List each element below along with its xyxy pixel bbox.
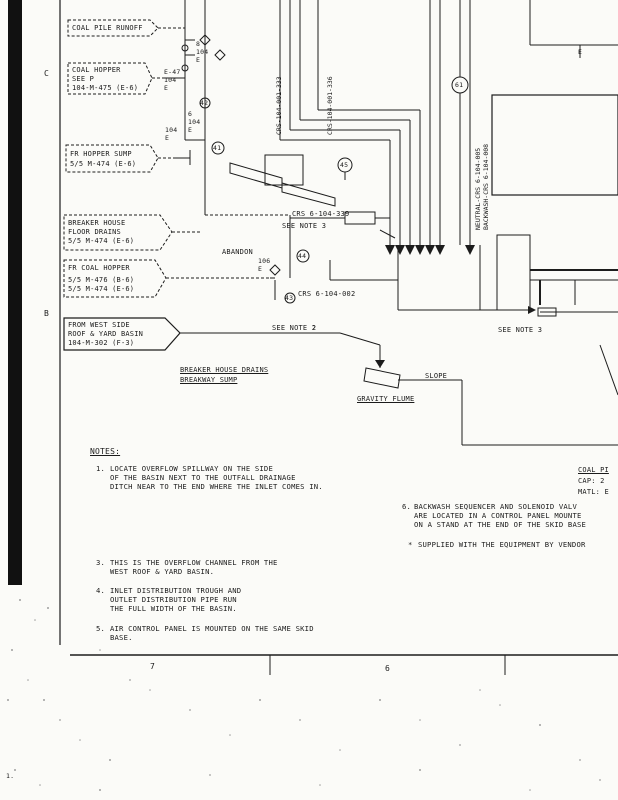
valve-tag-2: E-47 104 E xyxy=(164,68,181,92)
pipe-label-backwash: BACKWASH-CRS 6-104-008 xyxy=(482,143,490,230)
ruler-label-6: 6 xyxy=(385,664,391,673)
note-4-text: INLET DISTRIBUTION TROUGH AND OUTLET DIS… xyxy=(110,586,242,613)
coal-pile-label: COAL PI xyxy=(578,466,609,474)
note-3-text: THIS IS THE OVERFLOW CHANNEL FROM THE WE… xyxy=(110,558,278,576)
source-label-coal-hopper-ref: SEE P xyxy=(72,75,95,83)
note-4-num: 4. xyxy=(96,586,106,595)
instrument-tag-42: 42 xyxy=(200,99,209,107)
source-label-hopper-sump: FR HOPPER SUMP xyxy=(70,150,132,158)
zone-label-c: C xyxy=(44,69,50,78)
source-label-floor-drains: FLOOR DRAINS xyxy=(68,228,121,236)
source-label-west-side-dwg: 104-M-302 (F-3) xyxy=(68,339,135,347)
pipe-label-see-note-2: SEE NOTE 2 xyxy=(272,324,317,332)
instrument-tag-43: 43 xyxy=(285,294,294,302)
source-label-breaker-house: BREAKER HOUSE xyxy=(68,219,126,227)
mark-e-top: E xyxy=(578,48,583,56)
pipe-label-crs-339: CRS 6-104-339 xyxy=(292,210,350,218)
source-label-west-side: FROM WEST SIDE xyxy=(68,321,130,329)
area-label-breaker-drains: BREAKER HOUSE DRAINS xyxy=(180,366,269,374)
pipe-label-neutral: NEUTRAL-CRS 6-104-005 xyxy=(474,147,482,230)
source-label-fr-coal-hopper-dwg1: 5/5 M-476 (B-6) xyxy=(68,276,135,284)
instrument-tag-41: 41 xyxy=(213,144,222,152)
source-label-fr-coal-hopper: FR COAL HOPPER xyxy=(68,264,130,272)
source-label-hopper-sump-dwg: 5/5 M-474 (E-6) xyxy=(70,160,137,168)
note-vendor-text: SUPPLIED WITH THE EQUIPMENT BY VENDOR xyxy=(418,540,586,549)
ruler-label-7: 7 xyxy=(150,662,156,671)
note-5-num: 5. xyxy=(96,624,106,633)
coal-pile-matl: MATL: E xyxy=(578,488,609,496)
note-vendor-mark: * xyxy=(408,540,413,549)
source-label-coal-pile-runoff: COAL PILE RUNOFF xyxy=(72,24,143,32)
instrument-tag-2: 2 xyxy=(312,324,317,332)
instrument-tag-45: 45 xyxy=(340,161,349,169)
valve-tag-4: 104 E xyxy=(165,126,178,142)
area-label-gravity-flume: GRAVITY FLUME xyxy=(357,395,415,403)
scanner-edge-band xyxy=(8,0,22,585)
note-6-num: 6. xyxy=(402,502,412,511)
valve-tag-3: 6 104 E xyxy=(188,110,201,134)
zone-label-b: B xyxy=(44,309,50,318)
notes-heading: NOTES: xyxy=(90,447,121,456)
pipe-label-vertical-a: CRS-104-001-333 xyxy=(275,76,283,135)
area-label-breakway-sump: BREAKWAY SUMP xyxy=(180,376,238,384)
source-label-roof-yard-basin: ROOF & YARD BASIN xyxy=(68,330,144,338)
valve-tag-1: 8 104 E xyxy=(196,40,209,64)
note-3-num: 3. xyxy=(96,558,106,567)
instrument-tag-61: 61 xyxy=(455,81,464,89)
instrument-tag-44: 44 xyxy=(298,252,307,260)
source-label-coal-hopper: COAL HOPPER xyxy=(72,66,121,74)
note-1-num: 1. xyxy=(96,464,106,473)
note-1-text: LOCATE OVERFLOW SPILLWAY ON THE SIDE OF … xyxy=(110,464,323,491)
note-6-text: BACKWASH SEQUENCER AND SOLENOID VALV ARE… xyxy=(414,502,587,529)
pipe-label-abandon: ABANDON xyxy=(222,248,253,256)
pipe-label-crs-002: CRS 6-104-002 xyxy=(298,290,356,298)
pipe-label-vertical-b: CRS-104-001-336 xyxy=(326,76,334,135)
note-5-text: AIR CONTROL PANEL IS MOUNTED ON THE SAME… xyxy=(110,624,314,642)
valve-tag-5: 106 E xyxy=(258,257,271,273)
pipe-label-see-note-3b: SEE NOTE 3 xyxy=(498,326,543,334)
pipe-label-see-note-3a: SEE NOTE 3 xyxy=(282,222,327,230)
coal-pile-cap: CAP: 2 xyxy=(578,477,605,485)
source-label-fr-coal-hopper-dwg2: 5/5 M-474 (E-6) xyxy=(68,285,135,293)
mark-corner: 1. xyxy=(6,772,15,780)
source-label-floor-drains-dwg: 5/5 M-474 (E-6) xyxy=(68,237,135,245)
pipe-label-slope: SLOPE xyxy=(425,372,448,380)
source-label-coal-hopper-dwg: 104-M-475 (E-6) xyxy=(72,84,139,92)
